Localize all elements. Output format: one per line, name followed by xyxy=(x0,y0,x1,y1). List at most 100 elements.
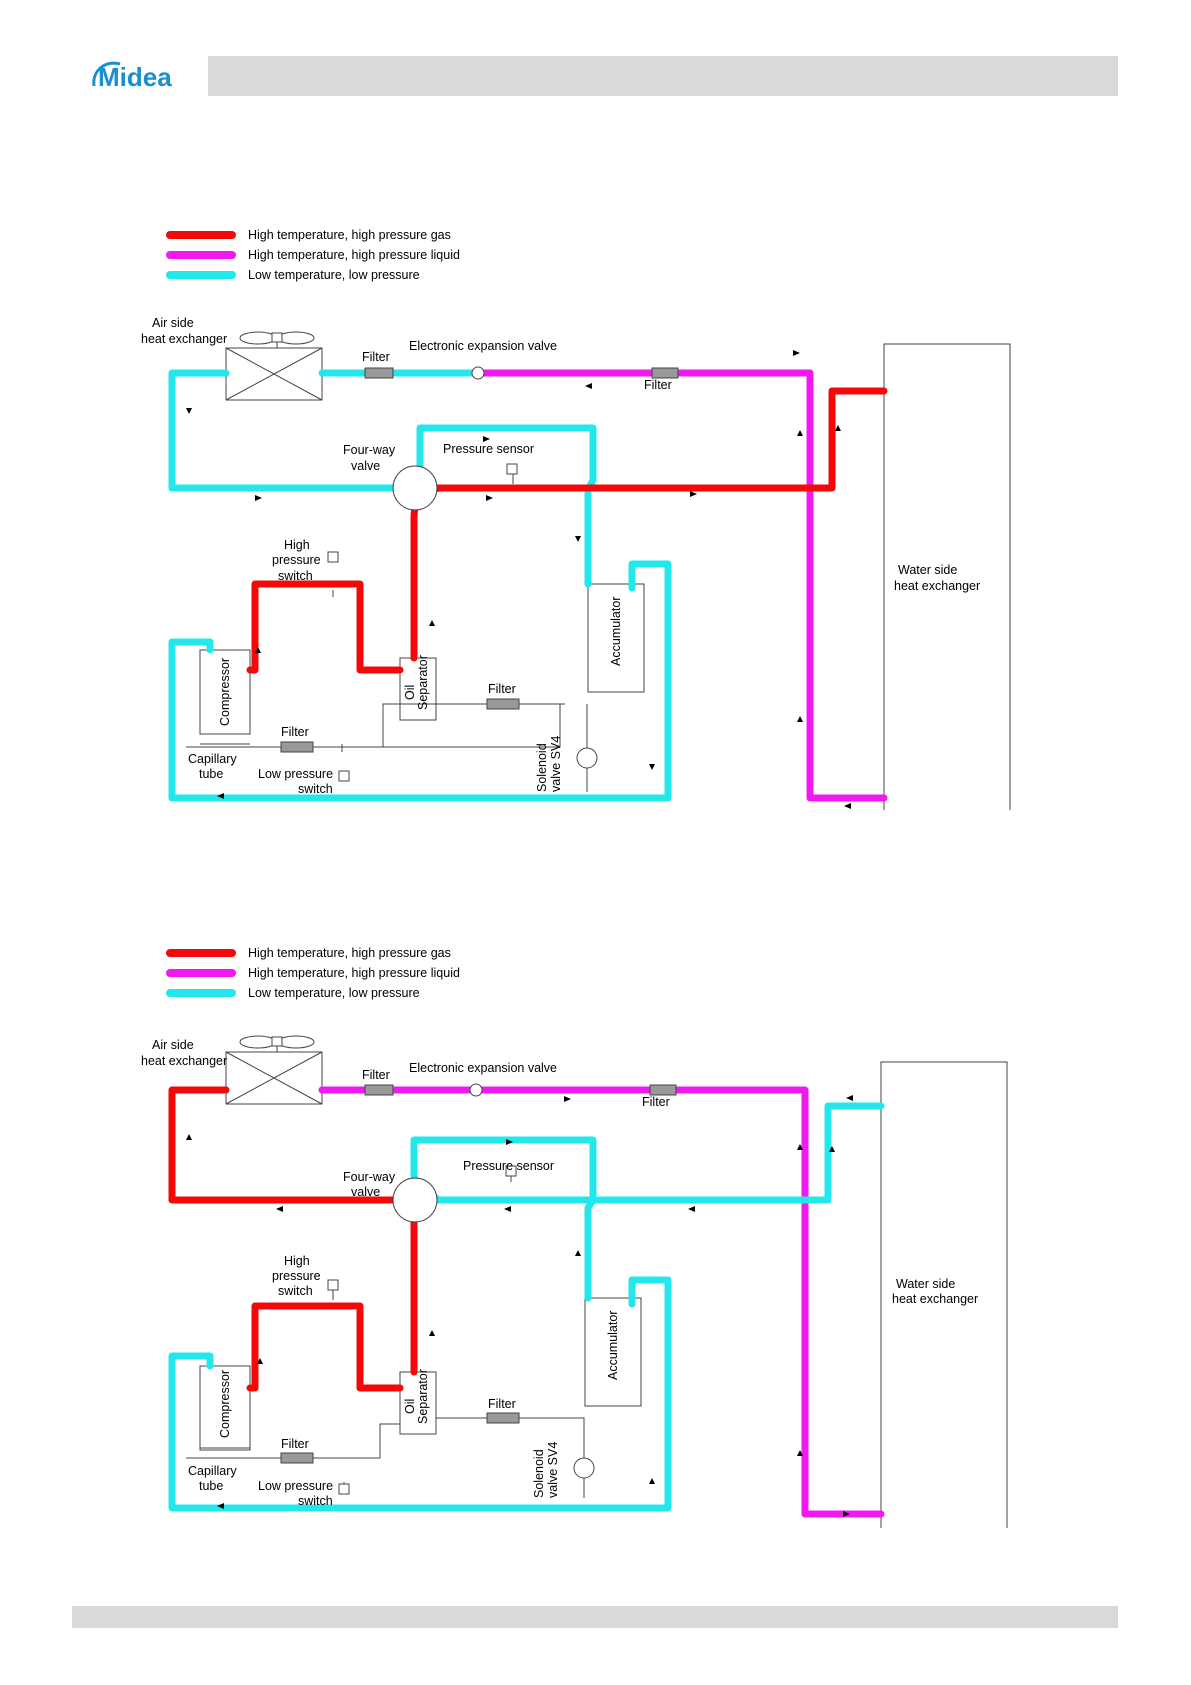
legend: High temperature, high pressure gas High… xyxy=(166,228,460,282)
label-eev: Electronic expansion valve xyxy=(409,1061,557,1075)
label-sv-2: valve SV4 xyxy=(549,736,563,792)
four-way-valve xyxy=(392,465,438,511)
fan xyxy=(239,331,315,345)
pipe-liquid-eev-to-water xyxy=(474,369,888,802)
label-filter-low: Filter xyxy=(281,1437,309,1451)
pipe-low-to-water xyxy=(432,1102,885,1204)
label-pressure-sensor: Pressure sensor xyxy=(443,442,534,456)
label-oil-2: Separator xyxy=(416,1369,430,1424)
label-filter-right: Filter xyxy=(642,1095,670,1109)
solenoid-valve-sv4 xyxy=(576,747,598,769)
filter-mid xyxy=(486,698,520,710)
legend-label-low: Low temperature, low pressure xyxy=(248,986,420,1000)
fan xyxy=(239,1035,315,1049)
pipe-gas-top xyxy=(432,387,888,492)
flow-arrows xyxy=(186,350,851,809)
label-water-2: heat exchanger xyxy=(892,1292,978,1306)
label-hps-1: High xyxy=(284,538,310,552)
legend: High temperature, high pressure gas High… xyxy=(166,946,460,1000)
low-pressure-switch-icon xyxy=(338,1483,350,1495)
pipe-low-accum-return xyxy=(168,560,672,802)
accumulator-vessel xyxy=(587,583,645,693)
water-side-heat-exchanger xyxy=(883,343,1011,810)
label-filter-right: Filter xyxy=(644,378,672,392)
label-cap-1: Capillary xyxy=(188,752,237,766)
header-bar xyxy=(208,56,1118,96)
water-side-heat-exchanger xyxy=(880,1061,1008,1528)
flow-arrows xyxy=(186,1095,853,1517)
refrigerant-diagram-cooling: High temperature, high pressure gas High… xyxy=(141,228,1011,810)
pipe-gas-compressor xyxy=(246,1302,404,1392)
compressor-body xyxy=(199,1365,251,1451)
electronic-expansion-valve xyxy=(471,366,485,380)
label-hps-3: switch xyxy=(278,569,313,583)
legend-label-liquid: High temperature, high pressure liquid xyxy=(248,248,460,262)
label-water-2: heat exchanger xyxy=(894,579,980,593)
high-pressure-switch-icon xyxy=(327,551,339,563)
label-hps-1: High xyxy=(284,1254,310,1268)
label-air-hx-1: Air side xyxy=(152,316,194,330)
label-cap-2: tube xyxy=(199,767,223,781)
accumulator-vessel xyxy=(584,1297,642,1407)
label-lps-1: Low pressure xyxy=(258,1479,333,1493)
pressure-sensor-icon xyxy=(506,463,518,475)
pipe-gas-vertical xyxy=(410,484,448,662)
footer-bar xyxy=(72,1606,1118,1628)
low-pressure-switch-icon xyxy=(338,770,350,782)
midea-logo: Midea xyxy=(92,61,172,92)
filter-low xyxy=(280,741,314,753)
oil-separator-body xyxy=(399,657,437,721)
pipe-low-sensor-loop xyxy=(410,1136,597,1302)
legend-label-liquid: High temperature, high pressure liquid xyxy=(248,966,460,980)
label-filter-mid: Filter xyxy=(488,682,516,696)
label-sv-1: Solenoid xyxy=(532,1449,546,1498)
pipe-gas-air-loop xyxy=(168,1086,399,1204)
legend-label-low: Low temperature, low pressure xyxy=(248,268,420,282)
label-compressor: Compressor xyxy=(218,658,232,726)
label-lps-2: switch xyxy=(298,1494,333,1508)
label-oil-1: Oil xyxy=(403,685,417,700)
high-pressure-switch-icon xyxy=(327,1279,339,1291)
filter-top xyxy=(364,367,394,379)
label-filter-top: Filter xyxy=(362,350,390,364)
legend-label-gas: High temperature, high pressure gas xyxy=(248,228,451,242)
compressor-body xyxy=(199,649,251,735)
label-water-1: Water side xyxy=(896,1277,955,1291)
label-oil-2: Separator xyxy=(416,655,430,710)
label-water-1: Water side xyxy=(898,563,957,577)
filter-top xyxy=(364,1084,394,1096)
pipe-low-sensor-loop xyxy=(416,424,597,588)
filter-right xyxy=(651,367,679,379)
pipe-low-accum-return xyxy=(168,1276,672,1512)
label-air-hx-2: heat exchanger xyxy=(141,332,227,346)
label-compressor: Compressor xyxy=(218,1370,232,1438)
four-way-valve xyxy=(392,1177,438,1223)
label-lps-2: switch xyxy=(298,782,333,796)
pressure-sensor-icon xyxy=(505,1165,517,1177)
label-accumulator: Accumulator xyxy=(606,1311,620,1380)
refrigerant-diagram-heating: High temperature, high pressure gas High… xyxy=(141,946,1008,1528)
logo-swoosh xyxy=(92,61,121,87)
label-hps-3: switch xyxy=(278,1284,313,1298)
pipe-low-air-loop xyxy=(168,369,399,492)
label-filter-top: Filter xyxy=(362,1068,390,1082)
label-sv-1: Solenoid xyxy=(535,743,549,792)
label-pressure-sensor: Pressure sensor xyxy=(463,1159,554,1173)
label-four-way-1: Four-way xyxy=(343,1170,396,1184)
label-filter-mid: Filter xyxy=(488,1397,516,1411)
label-four-way-2: valve xyxy=(351,1185,380,1199)
label-cap-1: Capillary xyxy=(188,1464,237,1478)
label-accumulator: Accumulator xyxy=(609,597,623,666)
label-filter-low: Filter xyxy=(281,725,309,739)
capillary-line xyxy=(186,703,561,748)
solenoid-valve-sv4 xyxy=(573,1457,595,1479)
solenoid-line xyxy=(560,1417,585,1498)
label-sv-2: valve SV4 xyxy=(546,1442,560,1498)
label-cap-2: tube xyxy=(199,1479,223,1493)
label-lps-1: Low pressure xyxy=(258,767,333,781)
electronic-expansion-valve xyxy=(469,1083,483,1097)
filter-mid xyxy=(486,1412,520,1424)
label-four-way-1: Four-way xyxy=(343,443,396,457)
pipe-gas-compressor xyxy=(246,580,404,674)
legend-label-gas: High temperature, high pressure gas xyxy=(248,946,451,960)
